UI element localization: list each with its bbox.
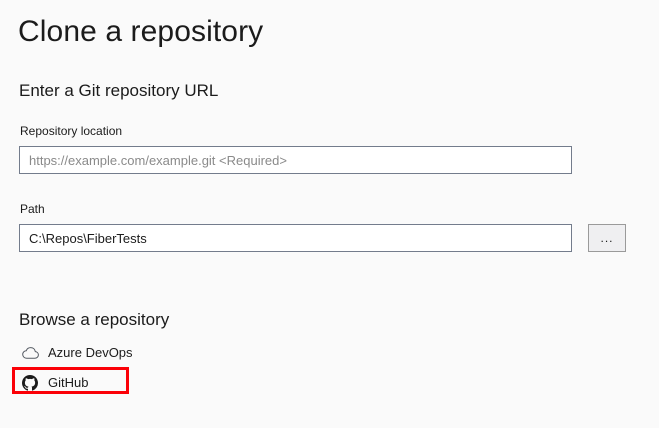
repo-provider-label: Azure DevOps [48,345,133,360]
browse-path-button[interactable]: ... [588,224,626,252]
path-label: Path [20,202,45,216]
cloud-icon [21,344,39,362]
repo-provider-label: GitHub [48,375,89,390]
url-section-heading: Enter a Git repository URL [19,81,219,100]
repository-location-input[interactable] [19,146,572,174]
repo-provider-azure-devops[interactable]: Azure DevOps [0,340,659,366]
repository-location-label: Repository location [20,124,123,138]
github-icon [21,374,39,392]
path-input[interactable] [19,224,572,252]
browse-section-heading: Browse a repository [19,310,170,329]
repo-provider-github[interactable]: GitHub [0,370,659,396]
repository-provider-list: Azure DevOps GitHub [0,340,659,396]
page-title: Clone a repository [18,15,264,48]
